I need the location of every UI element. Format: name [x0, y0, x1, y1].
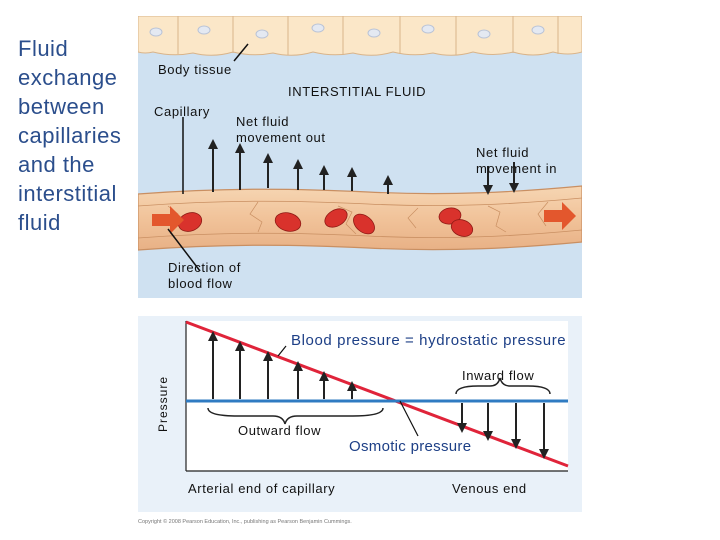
leader-lines — [167, 43, 249, 272]
net-in-arrows — [483, 162, 519, 195]
net-in-line: Net fluid — [476, 145, 530, 160]
blood-flow-line: Direction of — [168, 260, 241, 275]
title-line: and the — [18, 152, 95, 177]
inward-flow-brace — [455, 377, 551, 395]
osmotic-pressure-label: Osmotic pressure — [349, 438, 472, 455]
red-blood-cells — [177, 207, 474, 237]
inward-flow-arrows — [457, 403, 549, 459]
blood-pressure-leader — [277, 345, 287, 357]
osmotic-pressure-leader — [399, 400, 419, 437]
capillary-label: Capillary — [154, 104, 210, 119]
blood-pressure-label: Blood pressure = hydrostatic pressure — [291, 332, 567, 349]
copyright-notice: Copyright © 2008 Pearson Education, Inc.… — [138, 519, 352, 525]
net-out-line: movement out — [236, 130, 326, 145]
blood-flow-arrows — [152, 202, 576, 234]
outward-flow-arrows — [208, 331, 357, 399]
inward-flow-label: Inward flow — [462, 368, 535, 383]
title-line: capillaries — [18, 123, 122, 148]
net-in-label: Net fluid movement in — [476, 145, 557, 177]
title-line: exchange — [18, 65, 118, 90]
title-line: interstitial — [18, 181, 117, 206]
blood-flow-label: Direction of blood flow — [168, 260, 241, 292]
net-out-label: Net fluid movement out — [236, 114, 326, 146]
title-line: fluid — [18, 210, 61, 235]
outward-flow-brace — [207, 407, 384, 425]
title-line: Fluid — [18, 36, 69, 61]
body-tissue-cells — [138, 16, 582, 56]
y-axis-label: Pressure — [156, 375, 170, 432]
blood-pressure-line — [185, 320, 569, 468]
net-out-line: Net fluid — [236, 114, 290, 129]
figure-artwork — [138, 16, 582, 512]
capillary-exchange-figure: Body tissue INTERSTITIAL FLUID Capillary… — [138, 16, 582, 525]
net-out-arrows — [208, 139, 393, 194]
arterial-end-label: Arterial end of capillary — [188, 481, 336, 496]
outward-flow-label: Outward flow — [238, 423, 322, 438]
venous-end-label: Venous end — [452, 481, 527, 496]
slide-title: Fluid exchange between capillaries and t… — [18, 34, 143, 237]
interstitial-fluid-label: INTERSTITIAL FLUID — [288, 84, 427, 99]
net-in-line: movement in — [476, 161, 558, 176]
blood-flow-line: blood flow — [168, 276, 233, 291]
body-tissue-label: Body tissue — [158, 62, 232, 77]
title-line: between — [18, 94, 105, 119]
